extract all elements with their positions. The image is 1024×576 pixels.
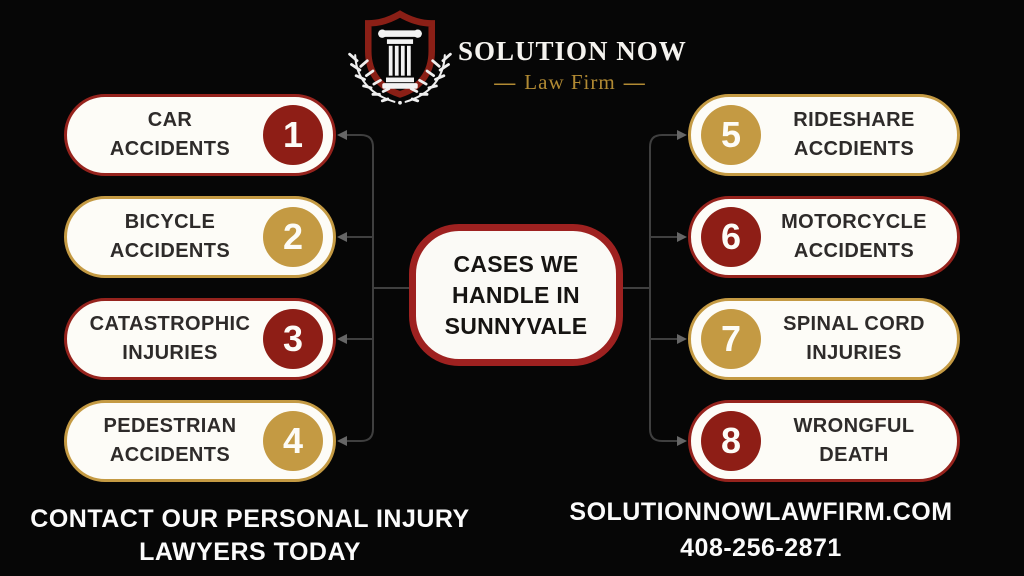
pill-pedestrian-accidents: PEDESTRIAN ACCIDENTS 4 <box>64 400 336 482</box>
pill-label: MOTORCYCLE ACCIDENTS <box>781 211 927 262</box>
pill-number-badge: 5 <box>701 105 761 165</box>
pill-car-accidents: CAR ACCIDENTS 1 <box>64 94 336 176</box>
pill-number-badge: 7 <box>701 309 761 369</box>
center-title-line: CASES WE <box>453 250 579 277</box>
pill-motorcycle-accidents: 6 MOTORCYCLE ACCIDENTS <box>688 196 960 278</box>
center-title-line: SUNNYVALE <box>444 312 588 339</box>
phone-number: 408-256-2871 <box>680 534 842 562</box>
pill-number-badge: 8 <box>701 411 761 471</box>
pill-number-badge: 3 <box>263 309 323 369</box>
website-url: SOLUTIONNOWLAWFIRM.COM <box>569 498 953 526</box>
pill-number-badge: 6 <box>701 207 761 267</box>
footer-contact: SOLUTIONNOWLAWFIRM.COM 408-256-2871 <box>552 498 970 563</box>
pill-label: CAR ACCIDENTS <box>109 109 231 160</box>
logo-text-block: SOLUTION NOW — Law Firm — <box>458 36 687 95</box>
shield-column-laurel-icon <box>348 10 452 105</box>
pill-label: CATASTROPHIC INJURIES <box>89 313 251 364</box>
footer-cta: CONTACT OUR PERSONAL INJURY LAWYERS TODA… <box>28 503 472 569</box>
pill-number-badge: 1 <box>263 105 323 165</box>
pill-bicycle-accidents: BICYCLE ACCIDENTS 2 <box>64 196 336 278</box>
pill-number-badge: 2 <box>263 207 323 267</box>
center-title-line: HANDLE IN <box>452 281 580 308</box>
pill-rideshare-accidents: 5 RIDESHARE ACCDIENTS <box>688 94 960 176</box>
pill-label: RIDESHARE ACCDIENTS <box>793 109 915 160</box>
pill-label: WRONGFUL DEATH <box>793 415 915 466</box>
center-title-box: CASES WE HANDLE IN SUNNYVALE <box>409 224 623 366</box>
firm-name: SOLUTION NOW <box>458 36 687 66</box>
pill-label: BICYCLE ACCIDENTS <box>109 211 231 262</box>
firm-subtitle-label: Law Firm <box>524 70 616 94</box>
pill-catastrophic-injuries: CATASTROPHIC INJURIES 3 <box>64 298 336 380</box>
dash-left: — <box>494 70 517 94</box>
pill-label: SPINAL CORD INJURIES <box>783 313 925 364</box>
pill-spinal-cord-injuries: 7 SPINAL CORD INJURIES <box>688 298 960 380</box>
footer-cta-line1: CONTACT OUR PERSONAL INJURY <box>30 505 470 533</box>
footer-cta-line2: LAWYERS TODAY <box>139 538 361 566</box>
firm-subtitle: — Law Firm — <box>458 70 682 95</box>
pill-wrongful-death: 8 WRONGFUL DEATH <box>688 400 960 482</box>
dash-right: — <box>623 70 646 94</box>
pill-number-badge: 4 <box>263 411 323 471</box>
pill-label: PEDESTRIAN ACCIDENTS <box>103 415 237 466</box>
